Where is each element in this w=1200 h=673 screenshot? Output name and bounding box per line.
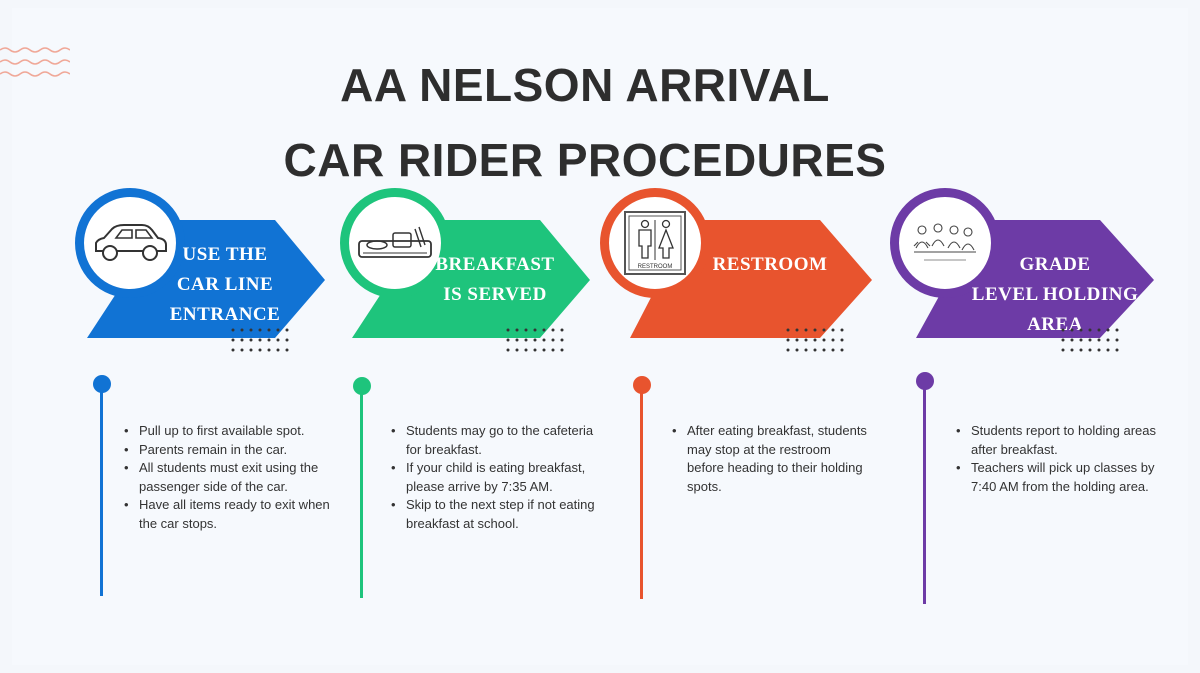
notes-step-4: Students report to holding areas after b…	[956, 422, 1156, 496]
note-item: Students report to holding areas after b…	[956, 422, 1156, 459]
note-item: After eating breakfast, students may sto…	[672, 422, 868, 496]
timeline-dot-green	[353, 377, 371, 395]
timeline-dot-orange	[633, 376, 651, 394]
step-grade-level-holding-area: GRADE LEVEL HOLDING AREA	[890, 180, 1154, 360]
note-item: If your child is eating breakfast, pleas…	[391, 459, 603, 496]
step-label-line: AREA	[1027, 314, 1083, 335]
step-label-line: BREAKFAST	[435, 254, 555, 275]
title-line-1: AA NELSON ARRIVAL	[340, 59, 830, 111]
dot-pattern	[506, 328, 564, 352]
note-item: Parents remain in the car.	[124, 441, 336, 460]
timeline-dot-blue	[93, 375, 111, 393]
step-label-line: GRADE	[1019, 254, 1091, 275]
step-label-line: LEVEL HOLDING	[971, 284, 1139, 305]
note-item: Pull up to first available spot.	[124, 422, 336, 441]
step-breakfast-served: BREAKFAST IS SERVED	[340, 180, 600, 360]
step-restroom: RESTROOM RESTROOM	[600, 180, 872, 360]
step-label-line: USE THE	[182, 244, 268, 265]
dot-pattern	[1061, 328, 1119, 352]
timeline-line-blue	[100, 388, 103, 596]
step-label: BREAKFAST IS SERVED	[432, 250, 558, 310]
car-icon	[95, 224, 167, 261]
note-item: Have all items ready to exit when the ca…	[124, 496, 336, 533]
wave-decoration	[0, 47, 70, 77]
step-label-line: RESTROOM	[712, 254, 828, 275]
timeline-line-orange	[640, 389, 643, 599]
notes-step-3: After eating breakfast, students may sto…	[672, 422, 868, 496]
timeline-dot-purple	[916, 372, 934, 390]
note-item: Skip to the next step if not eating brea…	[391, 496, 603, 533]
note-item: Students may go to the cafeteria for bre…	[391, 422, 603, 459]
dot-pattern	[231, 328, 289, 352]
step-icon-circle	[890, 188, 1000, 298]
note-item: Teachers will pick up classes by 7:40 AM…	[956, 459, 1156, 496]
step-label: GRADE LEVEL HOLDING AREA	[966, 250, 1144, 340]
step-label-line: CAR LINE	[176, 274, 274, 295]
dot-pattern	[786, 328, 844, 352]
timeline-line-purple	[923, 385, 926, 604]
title-line-2: CAR RIDER PROCEDURES	[283, 134, 887, 186]
breakfast-tray-icon	[358, 226, 432, 258]
step-label-line: IS SERVED	[443, 284, 547, 305]
notes-step-2: Students may go to the cafeteria for bre…	[391, 422, 603, 533]
step-icon-circle	[75, 188, 185, 298]
step-icon-circle: RESTROOM	[600, 188, 710, 298]
students-group-icon	[913, 223, 976, 261]
step-label: RESTROOM	[705, 250, 835, 280]
restroom-sign-text: RESTROOM	[638, 264, 673, 270]
notes-step-1: Pull up to first available spot. Parents…	[124, 422, 336, 533]
step-icon-circle	[340, 188, 450, 298]
step-car-line-entrance: USE THE CAR LINE ENTRANCE	[75, 180, 335, 360]
step-label: USE THE CAR LINE ENTRANCE	[165, 240, 285, 330]
note-item: All students must exit using the passeng…	[124, 459, 336, 496]
step-label-line: ENTRANCE	[169, 304, 281, 325]
timeline-line-green	[360, 390, 363, 598]
restroom-sign-icon: RESTROOM	[624, 211, 686, 275]
